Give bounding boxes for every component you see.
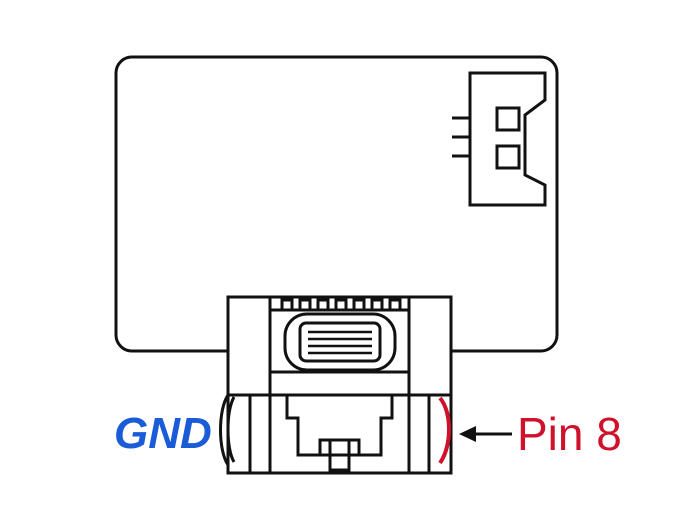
contact-window-1	[495, 106, 521, 132]
pin8-label: Pin 8	[517, 408, 622, 460]
gnd-label: GND	[114, 409, 212, 458]
left-flex-edge-inner	[226, 396, 236, 463]
left-flex-edge	[219, 394, 230, 466]
left-latch	[226, 295, 272, 397]
usb-c-tongue	[298, 321, 382, 363]
contact-fingers	[280, 298, 402, 310]
side-connector	[452, 71, 547, 207]
contact-window-2	[495, 144, 521, 170]
right-latch	[407, 295, 453, 397]
lower-housing	[228, 372, 451, 473]
arrow-left-icon	[459, 426, 512, 442]
usb-c-contacts	[308, 330, 372, 355]
inner-frame	[268, 308, 411, 374]
usb-c-receptacle	[283, 312, 397, 372]
bottom-connector	[219, 295, 453, 475]
pin8-edge-highlight	[438, 396, 451, 465]
